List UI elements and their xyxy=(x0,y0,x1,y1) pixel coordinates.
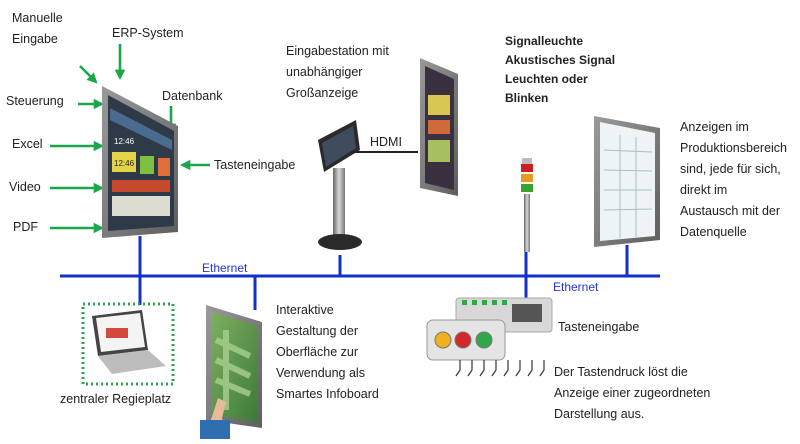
signal-light-green xyxy=(521,184,533,192)
keypad-button-green xyxy=(475,331,493,349)
keypad-device xyxy=(426,297,553,377)
label-interactive: Interaktive Gestaltung der Oberfläche zu… xyxy=(276,303,379,401)
label-manual-input: Manuelle Eingabe xyxy=(12,11,63,46)
label-pdf: PDF xyxy=(13,220,38,234)
label-signal-light: Signalleuchte Akustisches Signal Leuchte… xyxy=(505,34,616,105)
keypad-button-yellow xyxy=(434,331,452,349)
screen-time-1: 12:46 xyxy=(114,159,135,168)
label-keypad-title: Tasteneingabe xyxy=(558,320,640,334)
interactive-board xyxy=(200,305,262,439)
label-production-displays: Anzeigen im Produktionsbereich sind, jed… xyxy=(680,120,788,239)
control-room-laptop xyxy=(81,302,175,386)
label-erp-system: ERP-System xyxy=(112,26,184,40)
label-video: Video xyxy=(9,180,41,194)
label-database: Datenbank xyxy=(162,89,223,103)
screen-tile-green xyxy=(140,156,154,174)
label-ethernet-right: Ethernet xyxy=(553,280,599,294)
label-input-station: Eingabestation mit unabhängiger Großanze… xyxy=(286,44,389,100)
signal-light-orange xyxy=(521,174,533,182)
signal-light-red xyxy=(521,164,533,172)
label-keypad-description: Der Tastendruck löst die Anzeige einer z… xyxy=(554,365,711,421)
keypad-button-red xyxy=(454,331,472,349)
production-display xyxy=(594,116,660,247)
screen-time-2: 12:46 xyxy=(114,137,135,146)
label-excel: Excel xyxy=(12,137,43,151)
input-arrows xyxy=(50,44,210,234)
input-station xyxy=(318,120,362,250)
screen-tile-orange xyxy=(158,158,170,176)
label-control-room: zentraler Regieplatz xyxy=(60,392,172,406)
main-display: 12:46 12:46 xyxy=(102,86,178,238)
large-display xyxy=(420,58,458,196)
label-key-input-main: Tasteneingabe xyxy=(214,158,296,172)
label-hdmi: HDMI xyxy=(370,135,402,149)
label-control: Steuerung xyxy=(6,94,64,108)
screen-tile-yellow xyxy=(112,152,136,172)
screen-banner-red xyxy=(112,180,170,192)
ethernet-network xyxy=(60,236,660,310)
signal-tower xyxy=(521,158,533,252)
label-ethernet-left: Ethernet xyxy=(202,261,248,275)
